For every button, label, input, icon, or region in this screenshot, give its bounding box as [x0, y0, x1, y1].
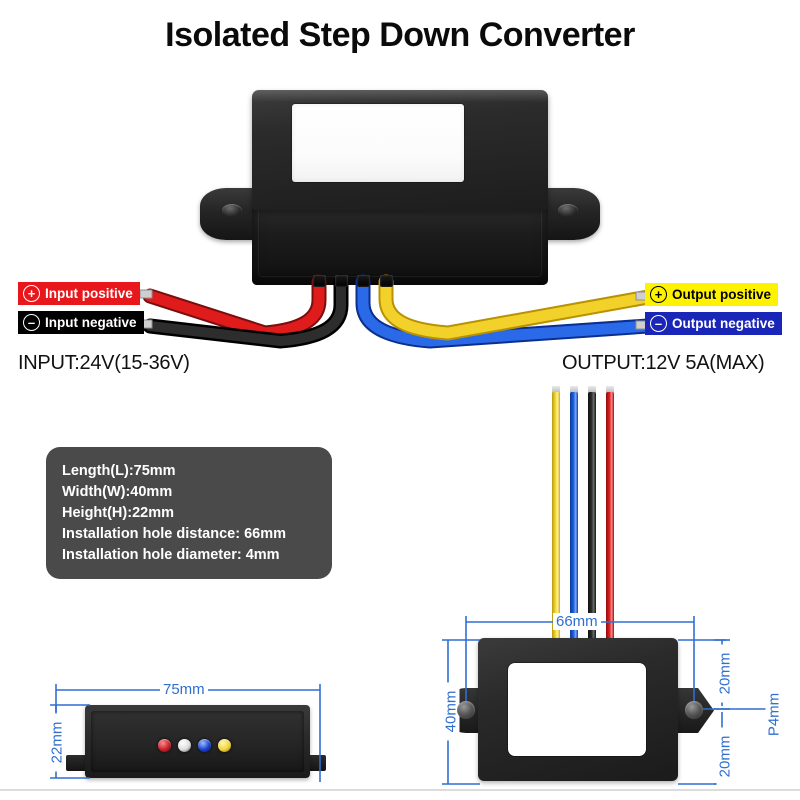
top-view-wire-tip-yellow	[552, 386, 560, 394]
side-view-wire-dot-red	[158, 739, 171, 752]
top-view-wire-tip-blue	[570, 386, 578, 394]
converter-body-front	[252, 200, 548, 285]
side-view-wire-dot-blue	[198, 739, 211, 752]
side-view-wire-dot-white	[178, 739, 191, 752]
top-view-wire-black	[588, 392, 596, 647]
label-input-positive-text: Input positive	[45, 286, 133, 301]
shell-sheen	[252, 90, 548, 102]
label-output-negative-text: Output negative	[672, 316, 775, 331]
plus-icon: +	[650, 286, 667, 303]
top-view-wire-red	[606, 392, 614, 647]
dimension-line-width: Width(W):40mm	[62, 484, 173, 500]
dimension-line-height: Height(H):22mm	[62, 505, 174, 521]
minus-icon: –	[23, 314, 40, 331]
top-view-mounting-hole-left	[457, 701, 475, 719]
page-title: Isolated Step Down Converter	[165, 16, 635, 54]
page-bottom-divider	[0, 789, 800, 791]
label-output-positive-text: Output positive	[672, 287, 771, 302]
minus-icon: –	[650, 315, 667, 332]
converter-potting-window	[292, 104, 464, 182]
label-input-negative-text: Input negative	[45, 315, 137, 330]
top-view-edge-bottom-dimension: 20mm	[716, 727, 734, 786]
plus-icon: +	[23, 285, 40, 302]
side-view-height-dimension: 22mm	[48, 713, 66, 772]
top-view-hole-distance-dimension: 66mm	[553, 613, 601, 630]
label-input-negative: – Input negative	[18, 311, 144, 334]
wire-grommet-4	[380, 275, 393, 287]
dimensions-info-card: Length(L):75mm Width(W):40mm Height(H):2…	[46, 447, 332, 579]
converter-top-shell	[252, 90, 548, 210]
wire-grommet-3	[357, 275, 370, 287]
side-view-case	[85, 705, 310, 778]
top-view-wire-tip-red	[606, 386, 614, 394]
label-input-positive: + Input positive	[18, 282, 140, 305]
top-view-wire-tip-black	[588, 386, 596, 394]
dimension-line-hole-distance: Installation hole distance: 66mm	[62, 526, 286, 542]
top-view-potting-window	[508, 663, 646, 756]
label-output-negative: – Output negative	[645, 312, 782, 335]
mounting-hole-right	[558, 204, 578, 217]
top-view-edge-top-dimension: 20mm	[716, 644, 734, 703]
hero-product-image	[200, 90, 600, 300]
top-view-mounting-hole-right	[685, 701, 703, 719]
mounting-hole-left	[222, 204, 242, 217]
top-view-hole-diameter-dimension: Р4mm	[765, 682, 783, 747]
dimension-line-hole-diameter: Installation hole diameter: 4mm	[62, 547, 280, 563]
label-output-positive: + Output positive	[645, 283, 778, 306]
wire-grommet-2	[335, 275, 348, 287]
output-voltage-spec: OUTPUT:12V 5A(MAX)	[562, 352, 765, 374]
top-view-wire-yellow	[552, 392, 560, 647]
side-view-wire-dot-yellow	[218, 739, 231, 752]
wire-grommet-1	[313, 275, 326, 287]
top-view-wire-blue	[570, 392, 578, 647]
side-view-width-dimension: 75mm	[160, 681, 208, 698]
dimension-line-length: Length(L):75mm	[62, 463, 176, 479]
input-voltage-spec: INPUT:24V(15-36V)	[18, 352, 190, 374]
